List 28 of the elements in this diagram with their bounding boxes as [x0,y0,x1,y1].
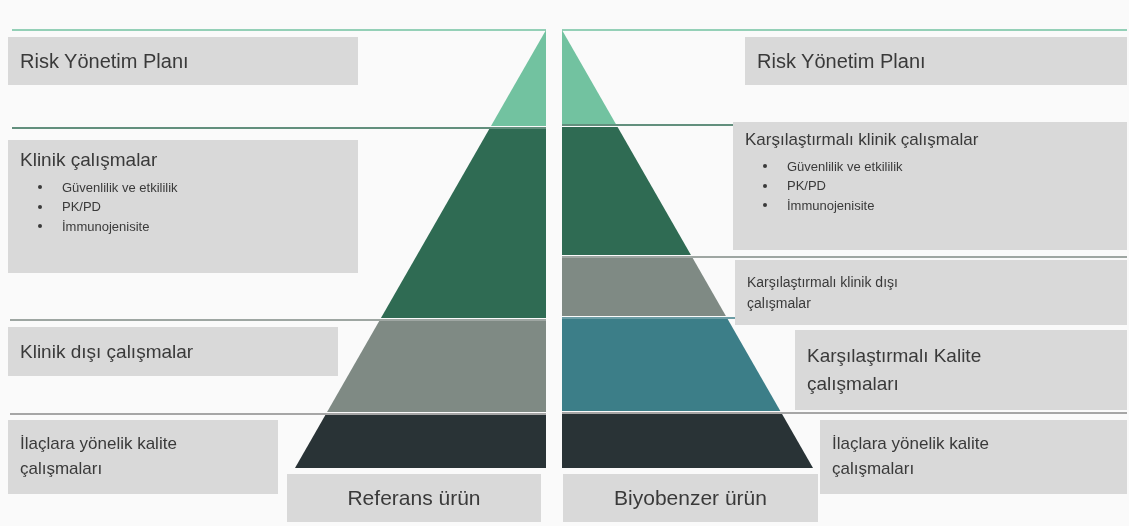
bullet-text: İmmunojenisite [787,196,875,215]
label-panel [735,260,1127,325]
label-panel [745,37,1127,85]
panel-heading: Risk Yönetim Planı [757,48,927,74]
label-panel [8,140,358,273]
label-panel [8,327,338,376]
panel-heading: Karşılaştırmalı klinik dışı çalışmalar [747,273,899,313]
panel-heading: Klinik dışı çalışmalar [20,339,195,364]
label-panel [733,122,1127,250]
panel-heading: Karşılaştırmalı klinik çalışmalar [745,129,980,151]
panel-heading: İlaçlara yönelik kalite çalışmaları [832,433,990,480]
label-panel [795,330,1127,410]
panel-heading: İlaçlara yönelik kalite çalışmaları [20,433,178,480]
bullet-text: PK/PD [787,177,826,196]
bullet-text: Güvenlilik ve etkililik [62,178,178,197]
panel-heading: Klinik çalışmalar [20,148,159,172]
bullet-text: PK/PD [62,198,101,217]
panel-heading: Referans ürün [347,484,481,511]
bullet-text: İmmunojenisite [62,217,150,236]
bullet-text: Güvenlilik ve etkililik [787,157,903,176]
panel-heading: Karşılaştırmalı Kalite çalışmaları [807,344,983,396]
label-panel [287,474,541,522]
label-panel [8,37,358,85]
label-panel [8,420,278,494]
panel-heading: Biyobenzer ürün [614,484,767,511]
label-panel [820,420,1127,494]
panel-heading: Risk Yönetim Planı [20,48,190,74]
label-panel [563,474,818,522]
